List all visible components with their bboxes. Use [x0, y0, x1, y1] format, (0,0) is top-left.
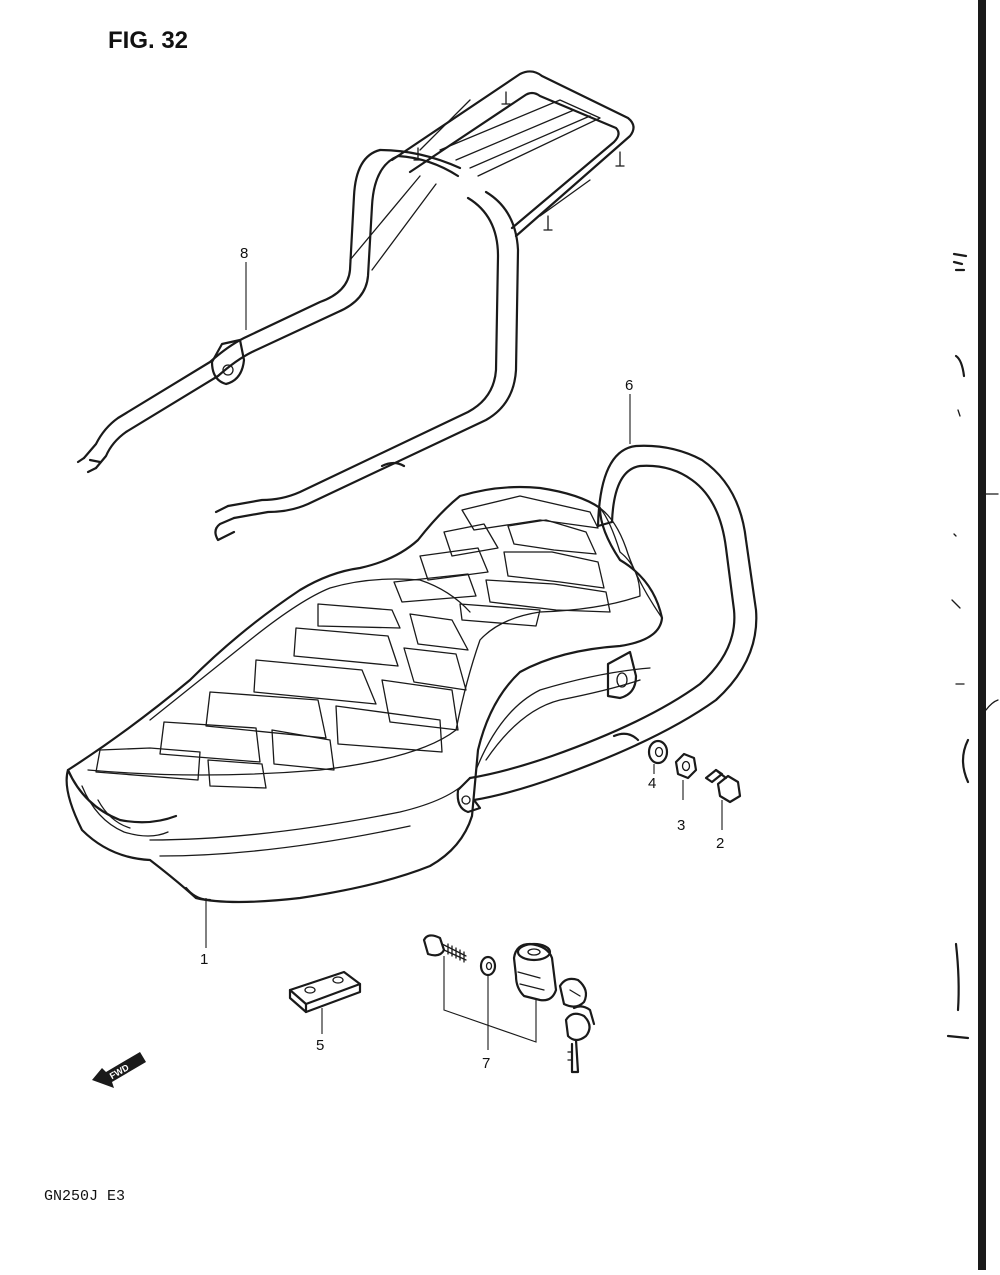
washer-drawing	[647, 739, 669, 765]
figure-title: FIG. 32	[108, 27, 188, 54]
seat-lock-set-drawing	[422, 934, 596, 1074]
nut-drawing	[674, 752, 698, 780]
part-label-8: 8	[240, 245, 248, 262]
rear-carrier-drawing	[76, 70, 635, 542]
leader-bracket-7	[443, 956, 537, 1043]
part-label-6: 6	[625, 377, 633, 394]
seat-drawing	[65, 485, 664, 904]
part-label-5: 5	[316, 1037, 324, 1054]
part-label-2: 2	[716, 835, 724, 852]
scan-edge-artifacts	[946, 0, 999, 1270]
part-label-7: 7	[482, 1055, 490, 1072]
fwd-arrow-icon: FWD	[92, 1052, 146, 1088]
bolt-drawing	[704, 768, 742, 804]
model-code: GN250J E3	[44, 1188, 125, 1205]
part-label-3: 3	[677, 817, 685, 834]
grab-rail-drawing	[456, 444, 758, 814]
part-label-1: 1	[200, 951, 208, 968]
cushion-plate-drawing	[288, 970, 362, 1014]
part-label-4: 4	[648, 775, 656, 792]
